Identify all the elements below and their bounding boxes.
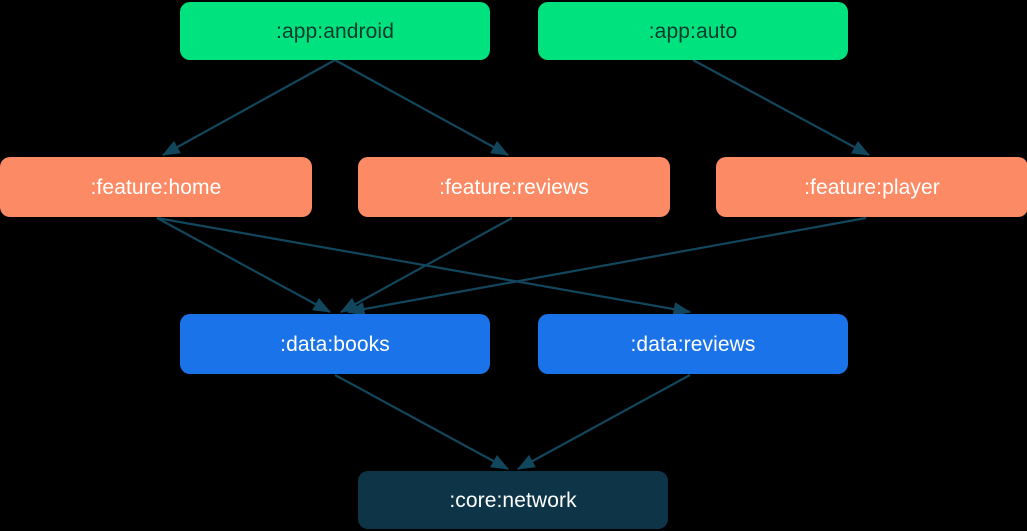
node-feature-home[interactable]: :feature:home bbox=[0, 157, 312, 217]
edge-feature-home-to-data-books bbox=[156, 217, 331, 313]
node-data-reviews[interactable]: :data:reviews bbox=[538, 314, 848, 374]
node-label-feature-player: :feature:player bbox=[804, 175, 940, 199]
edge-data-reviews-to-core-network bbox=[517, 374, 691, 470]
edge-app-android-to-feature-reviews bbox=[334, 59, 509, 156]
node-app-android[interactable]: :app:android bbox=[180, 2, 490, 60]
edge-data-books-to-core-network bbox=[334, 374, 509, 470]
node-feature-reviews[interactable]: :feature:reviews bbox=[358, 157, 670, 217]
node-label-core-network: :core:network bbox=[449, 488, 577, 512]
edge-feature-reviews-to-data-books bbox=[340, 217, 513, 313]
dependency-edges bbox=[156, 59, 870, 470]
node-label-feature-reviews: :feature:reviews bbox=[439, 175, 589, 199]
node-label-app-auto: :app:auto bbox=[648, 19, 738, 43]
node-app-auto[interactable]: :app:auto bbox=[538, 2, 848, 60]
node-label-app-android: :app:android bbox=[276, 19, 394, 43]
edge-feature-home-to-data-reviews bbox=[156, 216, 692, 317]
edge-app-android-to-feature-home bbox=[162, 59, 336, 156]
node-label-data-reviews: :data:reviews bbox=[630, 332, 756, 356]
node-core-network[interactable]: :core:network bbox=[358, 471, 668, 529]
edge-app-auto-to-feature-player bbox=[692, 59, 870, 156]
node-label-data-books: :data:books bbox=[280, 332, 390, 356]
edge-feature-player-to-data-books bbox=[346, 216, 867, 316]
node-data-books[interactable]: :data:books bbox=[180, 314, 490, 374]
node-label-feature-home: :feature:home bbox=[90, 175, 222, 199]
node-feature-player[interactable]: :feature:player bbox=[716, 157, 1027, 217]
